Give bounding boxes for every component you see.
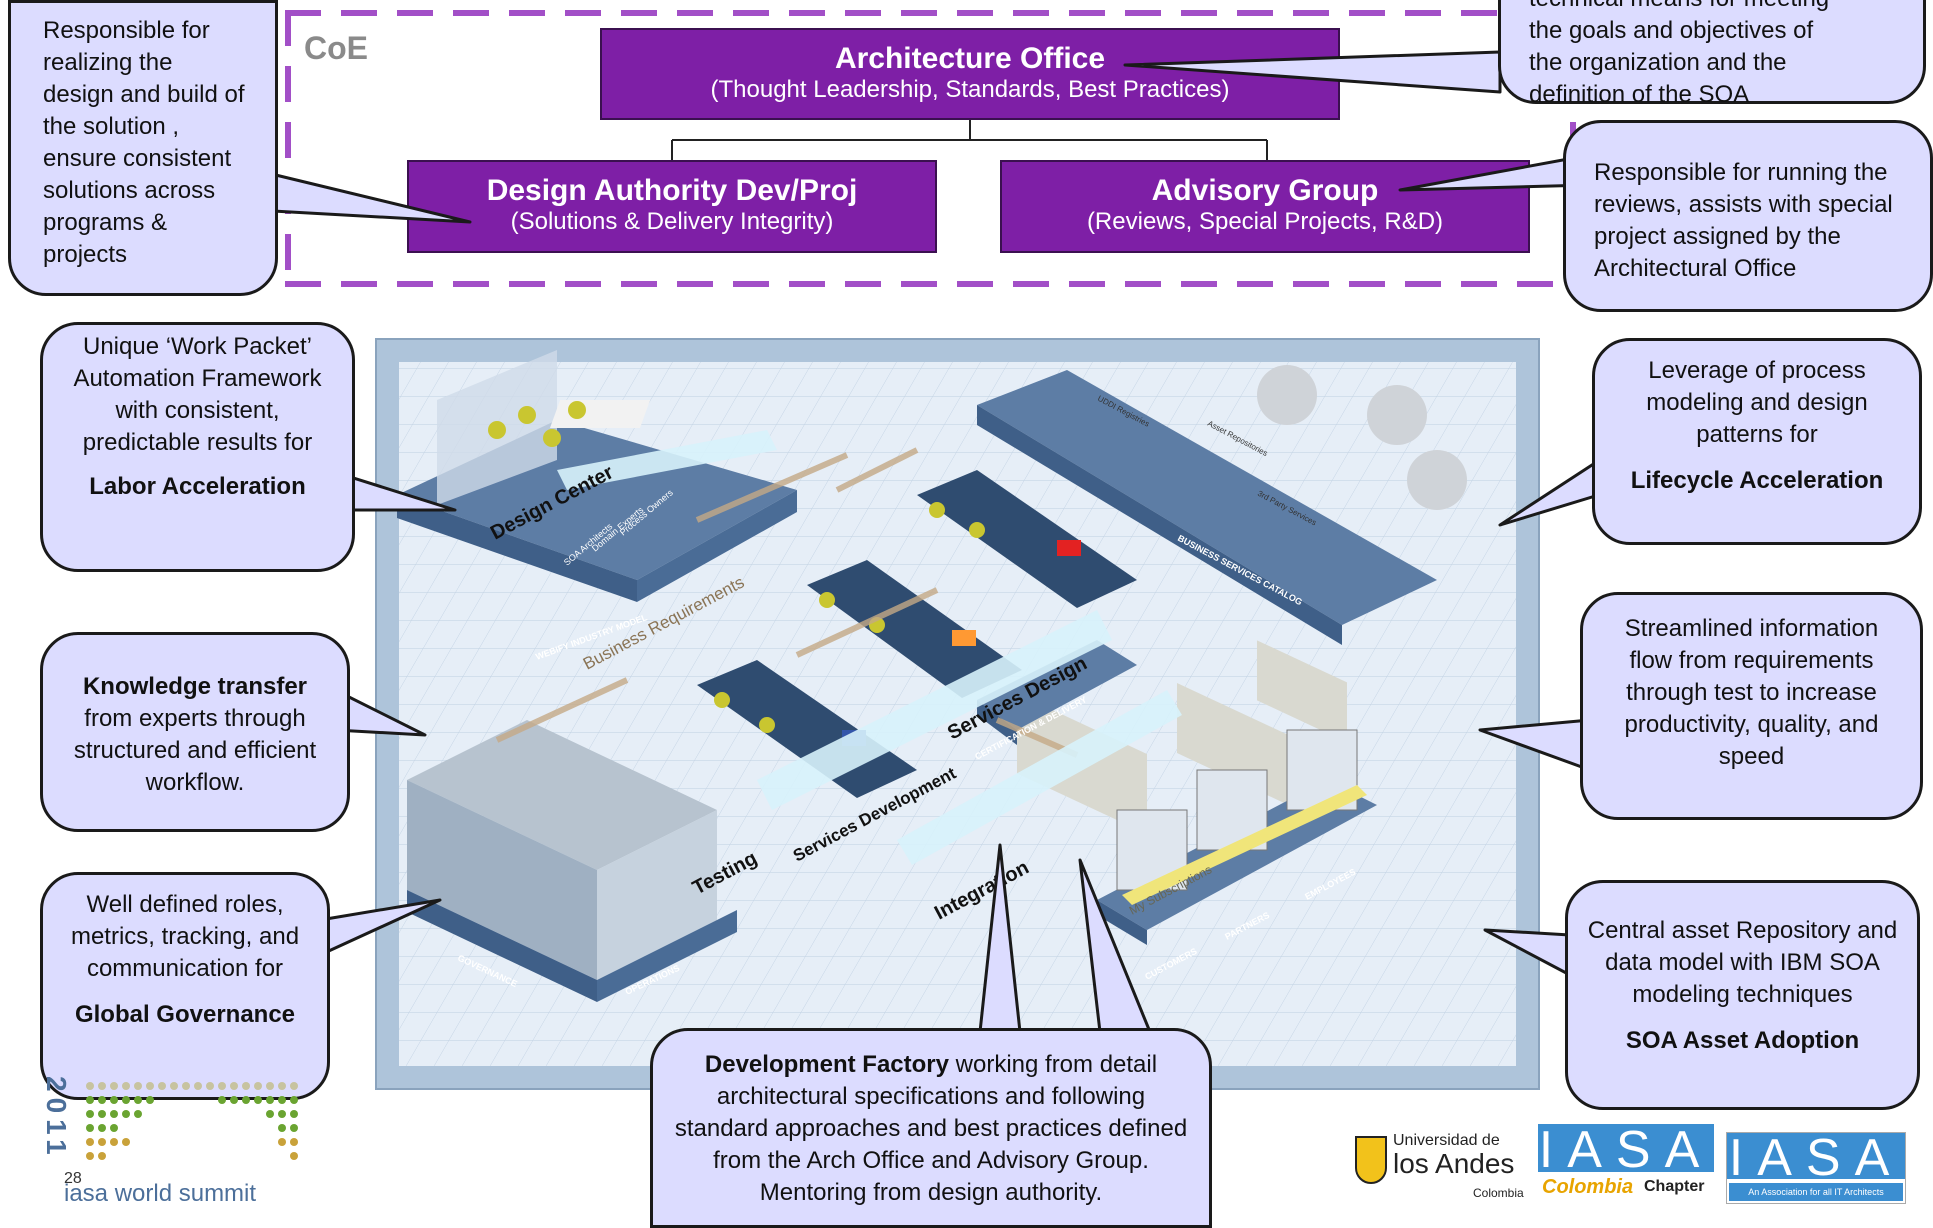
advisory-group-callout: Responsible for running the reviews, ass… [1563,120,1933,312]
global-governance-callout-bold: Global Governance [74,1001,296,1028]
development-factory-callout: Development Factory working from detail … [650,1028,1212,1228]
design-authority-subtitle: (Solutions & Delivery Integrity) [510,208,834,235]
lifecycle-acceleration-callout-text: Leverage of process modeling and design … [1646,357,1868,448]
global-governance-callout: Well defined roles, metrics, tracking, a… [40,872,330,1100]
streamlined-flow-callout-text: Streamlined information flow from requir… [1624,615,1879,770]
architecture-office-callout-line-3: the organization and the [1529,49,1787,76]
uniandes-line-2: los Andes [1393,1148,1515,1179]
knowledge-transfer-callout-bold: Knowledge transfer [82,673,308,700]
development-factory-callout-bold: Development Factory [704,1051,949,1078]
soa-asset-adoption-callout: Central asset Repository and data model … [1565,880,1920,1110]
iasa-letters: IASA [1727,1133,1905,1179]
lifecycle-acceleration-callout-bold: Lifecycle Acceleration [1630,467,1884,494]
uniandes-line-3: Colombia [1473,1186,1524,1200]
summit-name: iasa world summit [64,1180,257,1207]
soa-asset-adoption-callout-text: Central asset Repository and data model … [1587,917,1898,1008]
portal-platform [1097,729,1377,945]
iasa-summit-logo: 2011 28 iasa world summit [40,1068,310,1208]
iasa-colombia-logo: IASA Colombia Chapter [1538,1124,1714,1204]
architecture-office-box: Architecture Office (Thought Leadership,… [600,28,1340,120]
knowledge-transfer-callout-text: from experts through structured and effi… [73,705,317,796]
architecture-office-callout-line-2: the goals and objectives of [1529,17,1814,44]
slide-number: 28 [64,1170,82,1187]
soa-asset-adoption-callout-bold: SOA Asset Adoption [1625,1027,1860,1054]
design-authority-callout-text: Responsible for realizing the design and… [43,17,245,268]
advisory-group-callout-text: Responsible for running the reviews, ass… [1594,159,1893,282]
advisory-group-subtitle: (Reviews, Special Projects, R&D) [1086,208,1444,235]
architecture-office-callout-line-1: technical means for meeting [1529,0,1913,15]
development-factory-callout-text: working from detail architectural specif… [674,1051,1188,1206]
labor-acceleration-callout-text: Unique ‘Work Packet’ Automation Framewor… [73,333,322,456]
knowledge-transfer-callout: Knowledge transfer from experts through … [40,632,350,832]
iasa-colombia-letters: IASA [1538,1124,1714,1172]
summit-dots-graphic [86,1082,298,1160]
advisory-group-box: Advisory Group (Reviews, Special Project… [1000,160,1530,253]
uniandes-shield-icon [1355,1136,1387,1184]
architecture-office-callout: technical means for meeting the goals an… [1498,0,1926,108]
uniandes-line-1: Universidad de [1393,1132,1500,1149]
architecture-office-callout-line-4: definition of the SOA [1529,81,1750,108]
iasa-tagline: An Association for all IT Architects [1729,1183,1903,1201]
governance-operations-offices [407,720,737,1002]
architecture-office-title: Architecture Office [834,42,1106,75]
design-authority-title: Design Authority Dev/Proj [486,174,858,207]
global-governance-callout-text: Well defined roles, metrics, tracking, a… [70,891,300,982]
labor-acceleration-callout: Unique ‘Work Packet’ Automation Framewor… [40,322,355,572]
architecture-office-subtitle: (Thought Leadership, Standards, Best Pra… [710,76,1230,103]
advisory-group-title: Advisory Group [1151,174,1379,207]
illustration-canvas: Design Center Business Requirements Test… [397,350,1516,1066]
iasa-colombia-chapter: Chapter [1644,1178,1705,1195]
design-authority-callout: Responsible for realizing the design and… [8,0,278,296]
lifecycle-acceleration-callout: Leverage of process modeling and design … [1592,338,1922,545]
uniandes-logo: Universidad de los Andes Colombia [1355,1128,1535,1204]
labor-acceleration-callout-bold: Labor Acceleration [89,473,306,500]
iasa-colombia-name: Colombia [1542,1176,1634,1198]
soa-factory-illustration: Design Center Business Requirements Test… [375,338,1540,1090]
design-center-platform [397,350,797,602]
streamlined-flow-callout: Streamlined information flow from requir… [1580,592,1923,820]
coe-label: CoE [304,30,368,66]
org-connectors [671,120,1268,160]
iasa-logo: IASA An Association for all IT Architect… [1726,1132,1906,1204]
